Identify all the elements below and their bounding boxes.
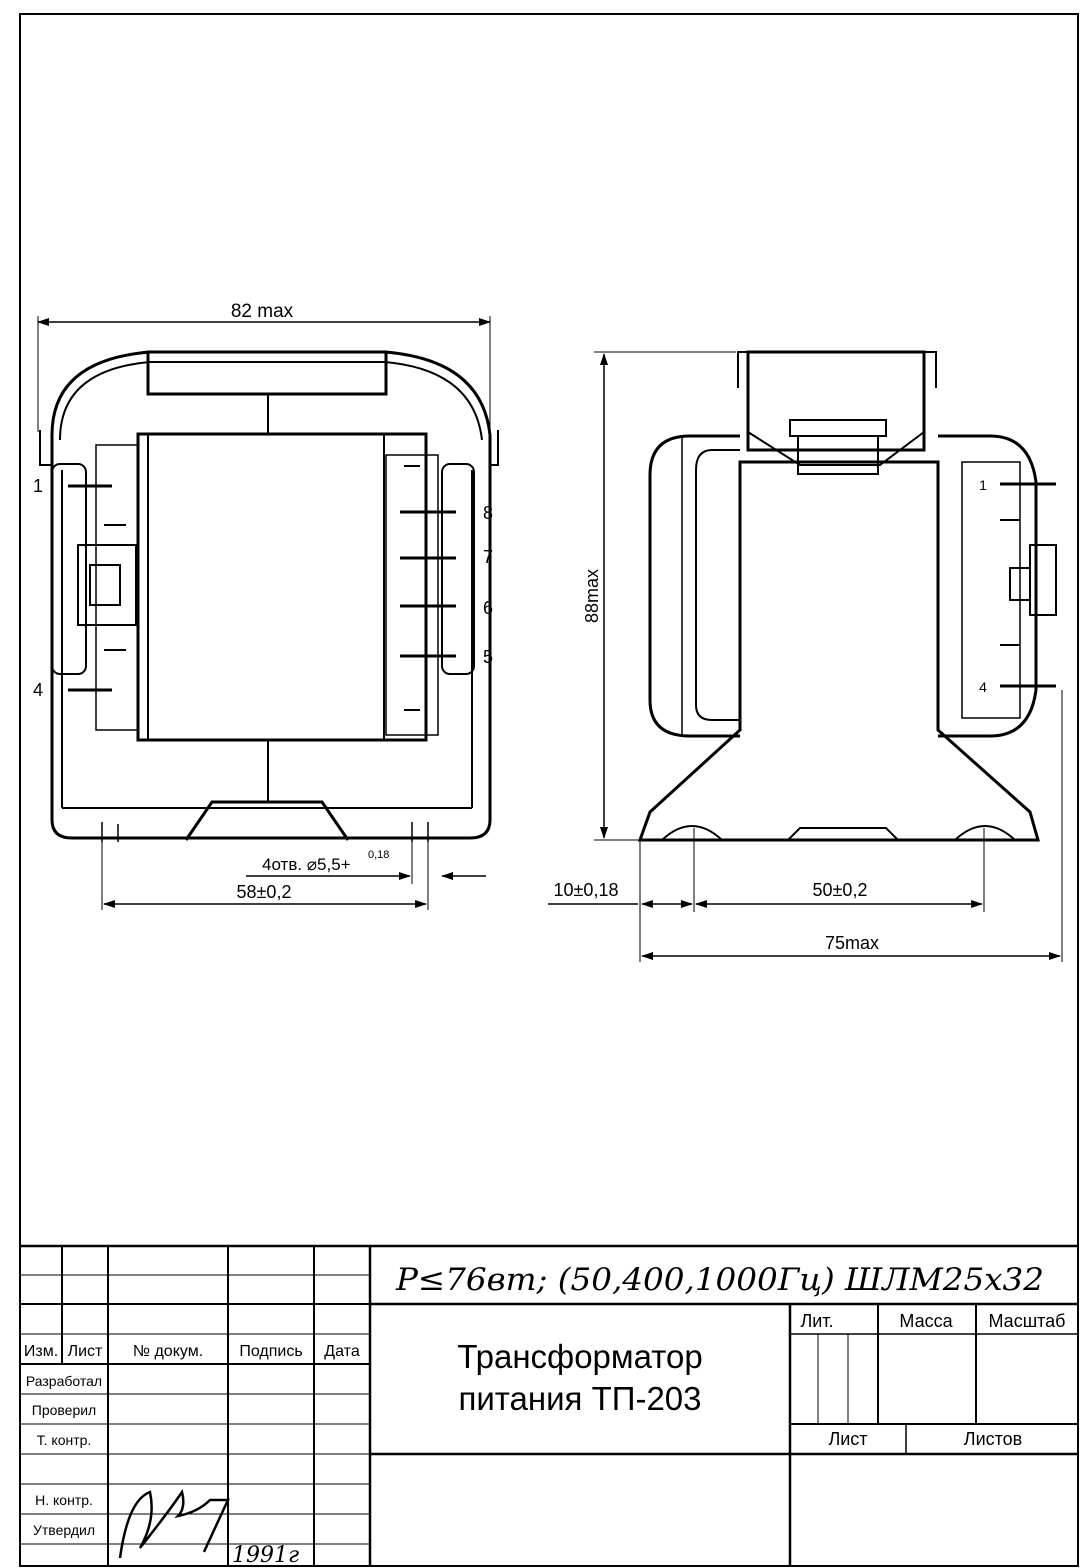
dim-length-label: 75max: [825, 933, 879, 953]
col-header-izm: Изм.: [24, 1343, 58, 1360]
dim-mount-left-label: 58±0,2: [237, 882, 292, 902]
row-label-norm-control: Н. контр.: [35, 1492, 93, 1508]
right-pin-label: 5: [483, 647, 493, 667]
right-view: 1 4 88max 10±0,18 50±0,2 75max: [548, 350, 1063, 962]
title-block: Изм. Лист № докум. Подпись Дата Разработ…: [20, 1244, 1078, 1568]
handwritten-year: 1991г: [232, 1543, 299, 1568]
title-line-1: Трансформатор: [457, 1338, 702, 1375]
holes-note: 4отв. ⌀5,5+: [262, 855, 351, 874]
left-terminal-block: [51, 463, 87, 675]
signature-scribble: [118, 1488, 230, 1559]
sheet-label: Лист: [828, 1429, 867, 1449]
right-central-body: [637, 460, 1040, 842]
title-line-2: питания ТП-203: [458, 1380, 701, 1417]
top-clamp: [146, 350, 388, 396]
bottom-foot: [184, 800, 350, 841]
right-view-pins: [1000, 482, 1056, 688]
col-header-date: Дата: [324, 1343, 360, 1360]
holes-note-tolerance: 0,18: [368, 849, 389, 861]
left-pin-label: 1: [33, 476, 43, 496]
left-pin-label: 4: [33, 680, 43, 700]
sheets-label: Листов: [964, 1429, 1022, 1449]
lit-label: Лит.: [800, 1311, 833, 1331]
row-label-tech-control: Т. контр.: [37, 1432, 92, 1448]
right-top-clamp: [746, 350, 926, 452]
mass-label: Масса: [899, 1311, 953, 1331]
dim-edge-label: 10±0,18: [554, 880, 619, 900]
transformer-core: [136, 432, 428, 742]
dim-mount-right-label: 50±0,2: [813, 880, 868, 900]
right-left-coil: [648, 434, 740, 738]
scale-label: Масштаб: [988, 1311, 1065, 1331]
right-right-coil: [938, 434, 1038, 738]
right-terminal-block: [441, 463, 475, 675]
right-pin-label: 7: [483, 547, 493, 567]
right-pin-label: 8: [483, 503, 493, 523]
row-label-approved: Утвердил: [33, 1522, 95, 1538]
left-bracket-outline: [50, 350, 492, 840]
right-pin-label: 6: [483, 598, 493, 618]
dim-width-label: 82 max: [231, 301, 294, 322]
right-terminal-pins: [400, 465, 456, 711]
right-view-pin-label: 1: [979, 477, 987, 493]
row-label-checked: Проверил: [32, 1402, 96, 1418]
col-header-signature: Подпись: [239, 1343, 302, 1360]
handwritten-spec: P≤76вт; (50,400,1000Гц) ШЛМ25х32: [395, 1262, 1044, 1298]
col-header-doc: № докум.: [133, 1343, 203, 1360]
right-view-pin-label: 4: [979, 679, 987, 695]
left-terminal-pins: [68, 484, 126, 692]
col-header-list: Лист: [68, 1343, 103, 1360]
dim-height-label: 88max: [582, 569, 602, 623]
left-view: 82 max 1 4 8 7 6 5 4отв. ⌀5,5+ 0,18 58±0…: [33, 301, 499, 910]
sheet-frame: [19, 13, 1079, 1567]
row-label-developed: Разработал: [26, 1373, 102, 1389]
